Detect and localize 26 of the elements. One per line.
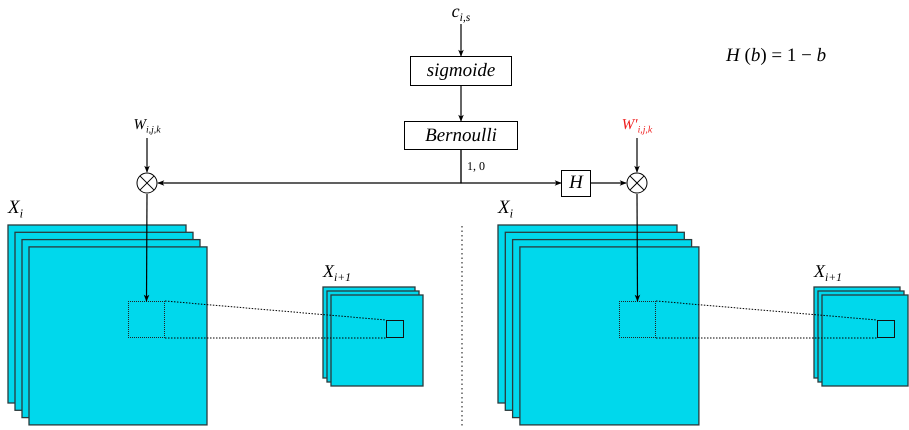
arrow [458,24,464,57]
receptive-field-box [128,301,165,338]
receptive-field-box [619,301,656,338]
projection-line [656,300,878,320]
map-label: X$_{i+1}$ [814,262,842,284]
map-label: X$_{i}$ [498,198,514,220]
projection-line [164,300,386,320]
math-label: W$_{i,j,k}$ [132,118,162,136]
function-box: H [561,170,591,196]
math-label: c$_{i,s}$ [450,2,472,24]
output-cell-box [877,320,895,338]
arrow [458,86,464,122]
arrow [460,150,562,186]
formula-label: H (b) = 1 − b [726,46,826,65]
arrow [144,194,150,302]
function-box: Bernoulli [404,121,518,150]
arrow [634,138,640,173]
map-label: X$_{i}$ [8,198,24,220]
arrow [634,194,640,302]
function-box: sigmoide [410,56,512,86]
arrow [591,180,627,186]
math-label: W′$_{i,j,k}$ [620,118,654,136]
edge-label: 1, 0 [466,160,486,172]
output-cell-box [386,320,404,338]
map-label: X$_{i+1}$ [323,262,351,284]
arrow [144,138,150,173]
